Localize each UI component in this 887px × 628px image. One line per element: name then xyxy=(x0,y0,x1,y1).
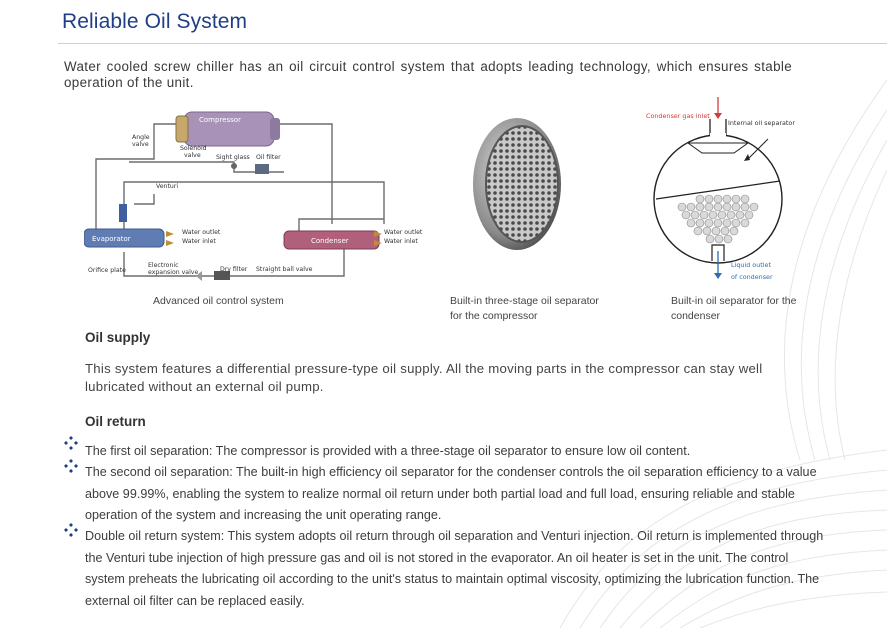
bullet-diamond-icon xyxy=(64,523,78,537)
evap-water-inlet-label: Water inlet xyxy=(182,238,216,245)
oil-return-bullet: The second oil separation: The built-in … xyxy=(85,465,817,522)
oil-return-bullet: The first oil separation: The compressor… xyxy=(85,444,691,458)
liquid-outlet-label-2: of condenser xyxy=(731,273,773,281)
oil-control-caption: Advanced oil control system xyxy=(153,295,284,307)
intro-paragraph: Water cooled screw chiller has an oil ci… xyxy=(64,59,792,90)
condenser-separator-caption: Built-in oil separator for the condenser xyxy=(671,294,796,324)
expansion-valve-label: Electronic xyxy=(148,262,179,269)
compressor-label: Compressor xyxy=(199,116,241,124)
compressor-illustration: Compressor xyxy=(175,111,280,147)
separator-disc-holes xyxy=(486,126,558,242)
oil-return-heading: Oil return xyxy=(85,414,146,429)
solenoid-valve-label: Solenoid xyxy=(180,145,207,152)
caption-line-2: for the compressor xyxy=(450,310,538,322)
three-stage-oil-separator-photo xyxy=(473,118,561,250)
expansion-valve-component xyxy=(196,271,202,281)
oil-supply-heading: Oil supply xyxy=(85,330,151,345)
title-divider xyxy=(58,43,887,44)
oil-return-bullet: Double oil return system: This system ad… xyxy=(85,529,824,608)
venturi-label: Venturi xyxy=(156,183,178,190)
oil-control-system-diagram: Compressor Evaporator Condenser Angle va… xyxy=(84,111,423,281)
caption-line-2: condenser xyxy=(671,310,721,322)
oil-supply-paragraph: This system features a differential pres… xyxy=(85,361,763,394)
expansion-valve-label-2: expansion valve xyxy=(148,269,198,276)
sight-glass-label: Sight glass xyxy=(216,154,250,161)
caption-line-1: Built-in three-stage oil separator xyxy=(450,295,599,307)
evap-water-outlet-label: Water outlet xyxy=(182,229,221,236)
caption-line-1: Built-in oil separator for the xyxy=(671,295,797,307)
cond-water-outlet-label: Water outlet xyxy=(384,229,423,236)
orifice-plate-label: Orifice plate xyxy=(88,267,126,274)
venturi-component xyxy=(119,204,127,222)
sight-glass-component xyxy=(231,163,237,169)
solenoid-valve-label-2: valve xyxy=(184,152,201,159)
evaporator-label: Evaporator xyxy=(92,235,131,243)
liquid-outlet-label: Liquid outlet xyxy=(731,261,771,269)
evaporator-vessel xyxy=(84,228,165,248)
oil-filter-label: Oil filter xyxy=(256,154,281,161)
bullet-diamond-icon xyxy=(64,436,78,450)
bullet-diamond-icon xyxy=(64,459,78,473)
cond-water-inlet-label: Water inlet xyxy=(384,238,418,245)
gas-inlet-label: Condenser gas inlet xyxy=(646,112,710,120)
internal-separator-label: Internal oil separator xyxy=(728,119,795,127)
three-stage-separator-caption: Built-in three-stage oil separator for t… xyxy=(450,294,599,324)
condenser-oil-separator-diagram: Condenser gas inlet Internal oil separat… xyxy=(646,97,795,281)
angle-valve-label-2: valve xyxy=(132,141,149,148)
condenser-label: Condenser xyxy=(311,237,349,245)
dry-filter-label: Dry filter xyxy=(220,266,248,273)
tube-bundle xyxy=(677,194,759,244)
page-title: Reliable Oil System xyxy=(62,10,248,33)
dry-filter-component xyxy=(214,271,230,280)
angle-valve-label: Angle xyxy=(132,134,150,141)
oil-filter-component xyxy=(255,164,269,174)
straight-ball-valve-label: Straight ball valve xyxy=(256,266,313,273)
condenser-vessel xyxy=(283,230,380,250)
